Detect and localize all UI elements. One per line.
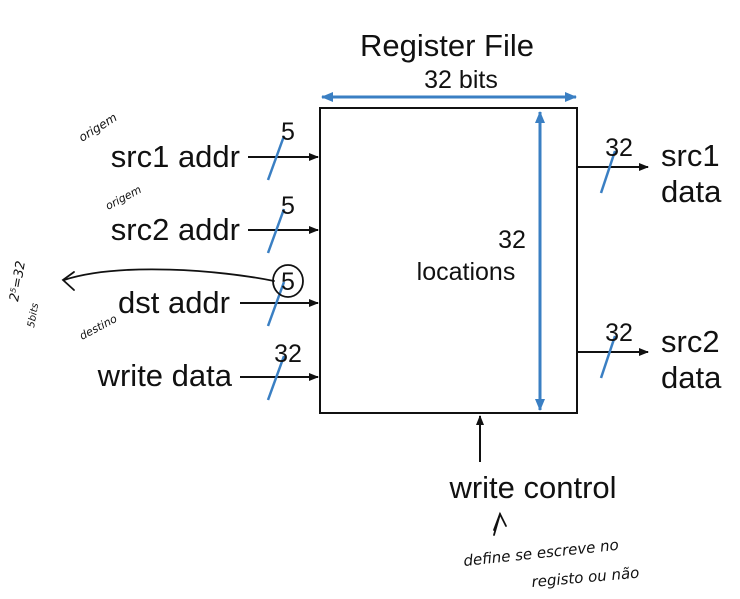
output-label-src1-line1: src1 <box>661 138 720 173</box>
input-label-src2-addr: src2 addr <box>111 212 240 247</box>
hand-note-control-line1: define se escreve no <box>463 536 620 570</box>
bus-width-src2-data: 32 <box>605 319 633 347</box>
bus-width-dst-addr: 5 <box>281 268 295 296</box>
diagram-title: Register File <box>360 28 534 63</box>
output-label-src2-line1: src2 <box>661 324 720 359</box>
bus-width-write-data: 32 <box>274 340 302 368</box>
hand-note-origem-2: origem <box>103 183 143 213</box>
write-control-label: write control <box>448 470 616 505</box>
output-label-src2-line2: data <box>661 360 722 395</box>
hand-note-control-line2: registo ou não <box>531 564 640 591</box>
input-label-src1-addr: src1 addr <box>111 139 240 174</box>
bus-slash-src2-addr <box>266 208 286 254</box>
bus-slash-dst-addr <box>266 281 286 327</box>
bus-slash-src2-data <box>599 335 617 379</box>
hand-note-formula: 2⁵=32 <box>7 260 29 303</box>
output-label-src1-line2: data <box>661 174 722 209</box>
depth-label-count: 32 <box>498 226 526 254</box>
hand-arrow-icon <box>63 268 275 282</box>
bus-width-src2-addr: 5 <box>281 192 295 220</box>
register-file-box <box>319 107 578 414</box>
hand-note-destino: destino <box>77 312 119 343</box>
bus-slash-write-data <box>266 355 286 401</box>
input-label-write-data: write data <box>97 358 233 393</box>
hand-up-arrow-stem-icon <box>493 513 501 536</box>
bus-slash-src1-addr <box>266 135 286 181</box>
hand-note-bits: 5bits <box>26 302 41 328</box>
input-label-dst-addr: dst addr <box>118 285 230 320</box>
bus-width-src1-addr: 5 <box>281 118 295 146</box>
bus-width-src1-data: 32 <box>605 134 633 162</box>
depth-label-unit: locations <box>417 258 516 286</box>
hand-arrowhead-icon <box>61 271 75 291</box>
width-label: 32 bits <box>424 66 498 94</box>
bus-slash-src1-data <box>599 150 617 194</box>
